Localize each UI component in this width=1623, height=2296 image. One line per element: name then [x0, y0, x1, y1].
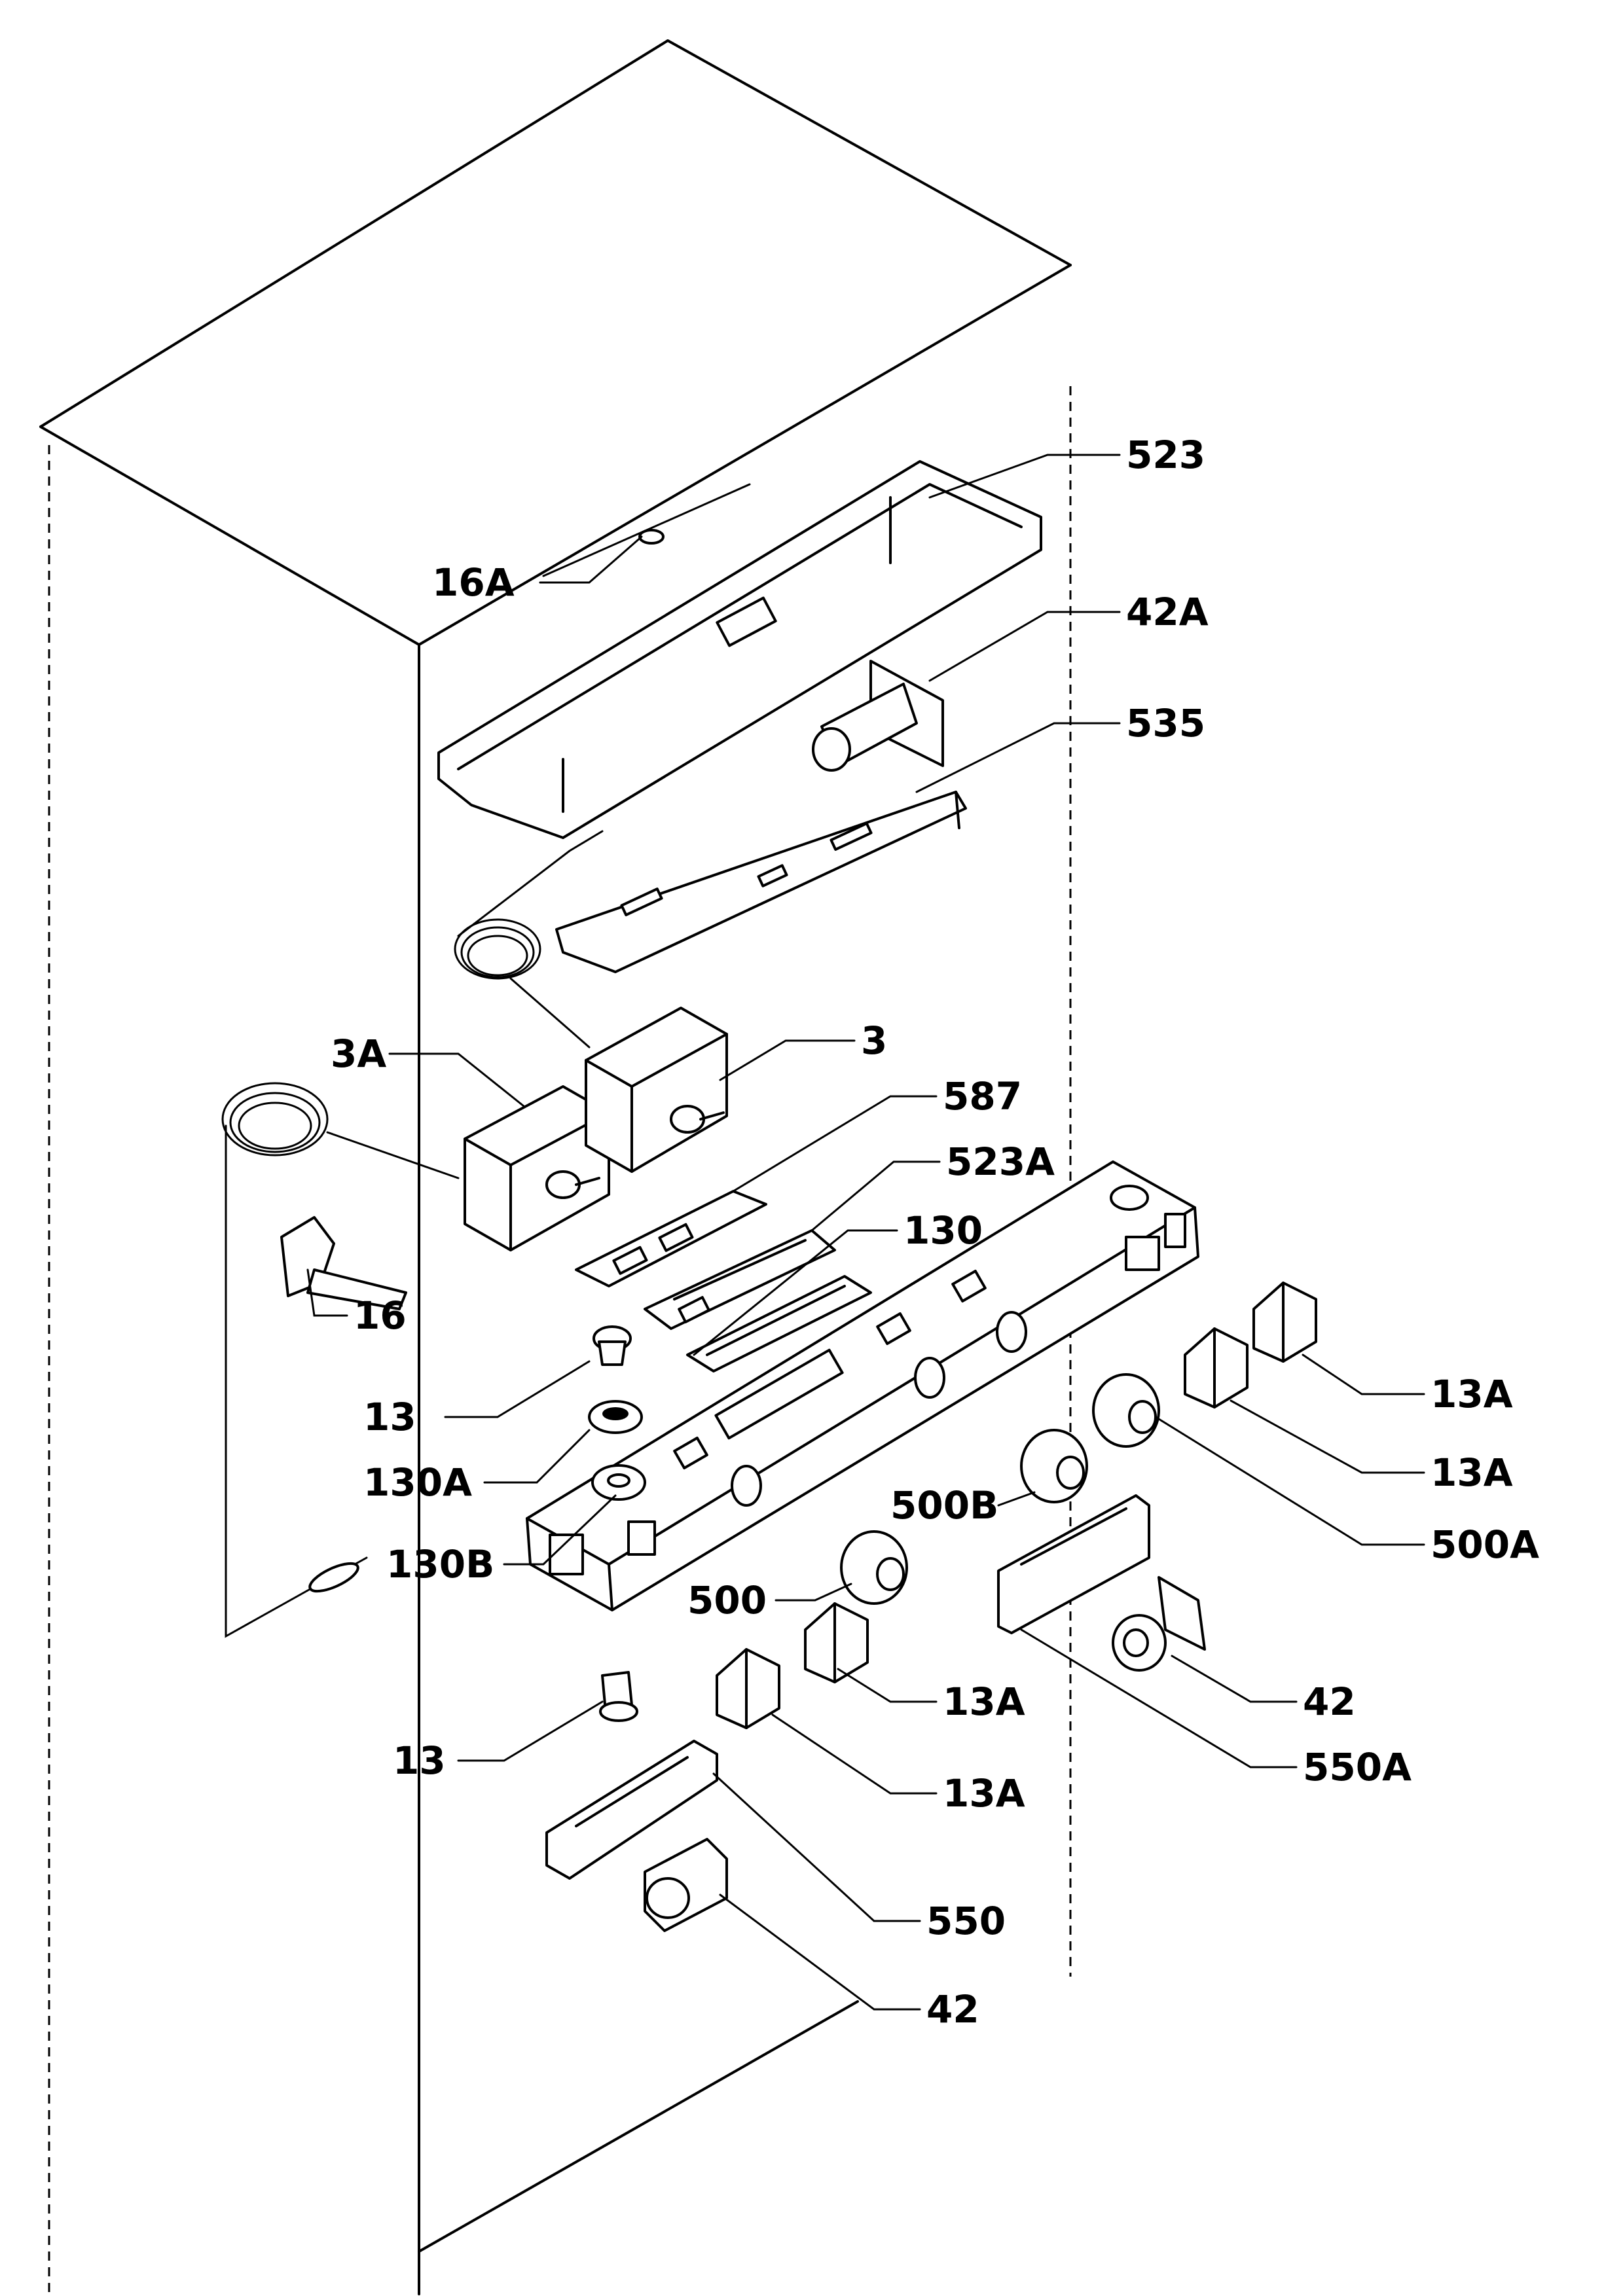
part-42A-lamp	[812, 660, 944, 772]
callout-550A: 550A	[1303, 1745, 1412, 1789]
part-13-knob-top	[593, 1325, 632, 1366]
part-587-panel	[575, 1190, 767, 1287]
part-42-lamp-right	[1112, 1576, 1206, 1672]
capillary-coils	[221, 830, 604, 1638]
part-550-trim	[545, 1740, 718, 1880]
part-500B-knob	[1020, 1429, 1088, 1503]
part-13-knob-bottom	[599, 1671, 638, 1722]
callout-130: 130	[903, 1208, 983, 1253]
callout-13-top: 13	[363, 1395, 416, 1439]
callout-523: 523	[1126, 433, 1205, 477]
callout-500: 500	[687, 1578, 767, 1623]
callout-130A: 130A	[363, 1460, 472, 1505]
part-550A-trim	[997, 1494, 1150, 1634]
callout-500B: 500B	[890, 1483, 998, 1528]
callout-42-bottom: 42	[926, 1987, 979, 2032]
callout-500A: 500A	[1431, 1522, 1539, 1567]
callout-3: 3	[861, 1018, 887, 1063]
callout-13A-right-1: 13A	[1431, 1372, 1513, 1416]
callout-535: 535	[1126, 701, 1205, 745]
callout-130B: 130B	[386, 1542, 494, 1587]
leader-lines	[306, 454, 1425, 2011]
callout-523A: 523A	[946, 1139, 1055, 1184]
part-523A-panel	[644, 1229, 836, 1330]
callout-16A: 16A	[432, 560, 515, 605]
callout-550: 550	[926, 1899, 1006, 1943]
part-3A-thermostat	[464, 1085, 610, 1251]
callout-587: 587	[943, 1074, 1022, 1119]
control-housing	[526, 1160, 1199, 1611]
part-130A-washer	[588, 1400, 643, 1434]
part-500A-knob	[1092, 1373, 1160, 1448]
part-16A-sensor	[542, 483, 751, 577]
part-13A-switch-right-1	[1252, 1282, 1317, 1363]
part-13A-switch-center-2	[716, 1648, 780, 1729]
callout-13A-center-2: 13A	[943, 1771, 1025, 1816]
callout-42A: 42A	[1126, 590, 1209, 634]
callout-42-right: 42	[1303, 1679, 1356, 1724]
cabinet-outline	[39, 39, 1072, 2295]
part-535-bracket	[555, 791, 967, 973]
callout-3A: 3A	[331, 1031, 386, 1076]
part-500-knob	[840, 1530, 908, 1605]
part-42-lamp-bottom	[644, 1838, 728, 1932]
callout-13A-right-2: 13A	[1431, 1450, 1513, 1495]
part-130-panel	[686, 1275, 872, 1372]
callout-labels: 523 16A 42A 535 3A 3 587 523A 130 16 13 …	[331, 433, 1539, 2032]
part-13A-switch-right-2	[1184, 1327, 1249, 1408]
part-3-thermostat	[585, 1007, 728, 1173]
part-523-cover	[437, 460, 1042, 839]
callout-13A-center-1: 13A	[943, 1679, 1025, 1724]
part-130B-washer	[591, 1464, 646, 1501]
part-13A-switch-center-1	[804, 1602, 869, 1683]
callout-13-bottom: 13	[393, 1738, 446, 1783]
callout-16: 16	[354, 1293, 407, 1338]
